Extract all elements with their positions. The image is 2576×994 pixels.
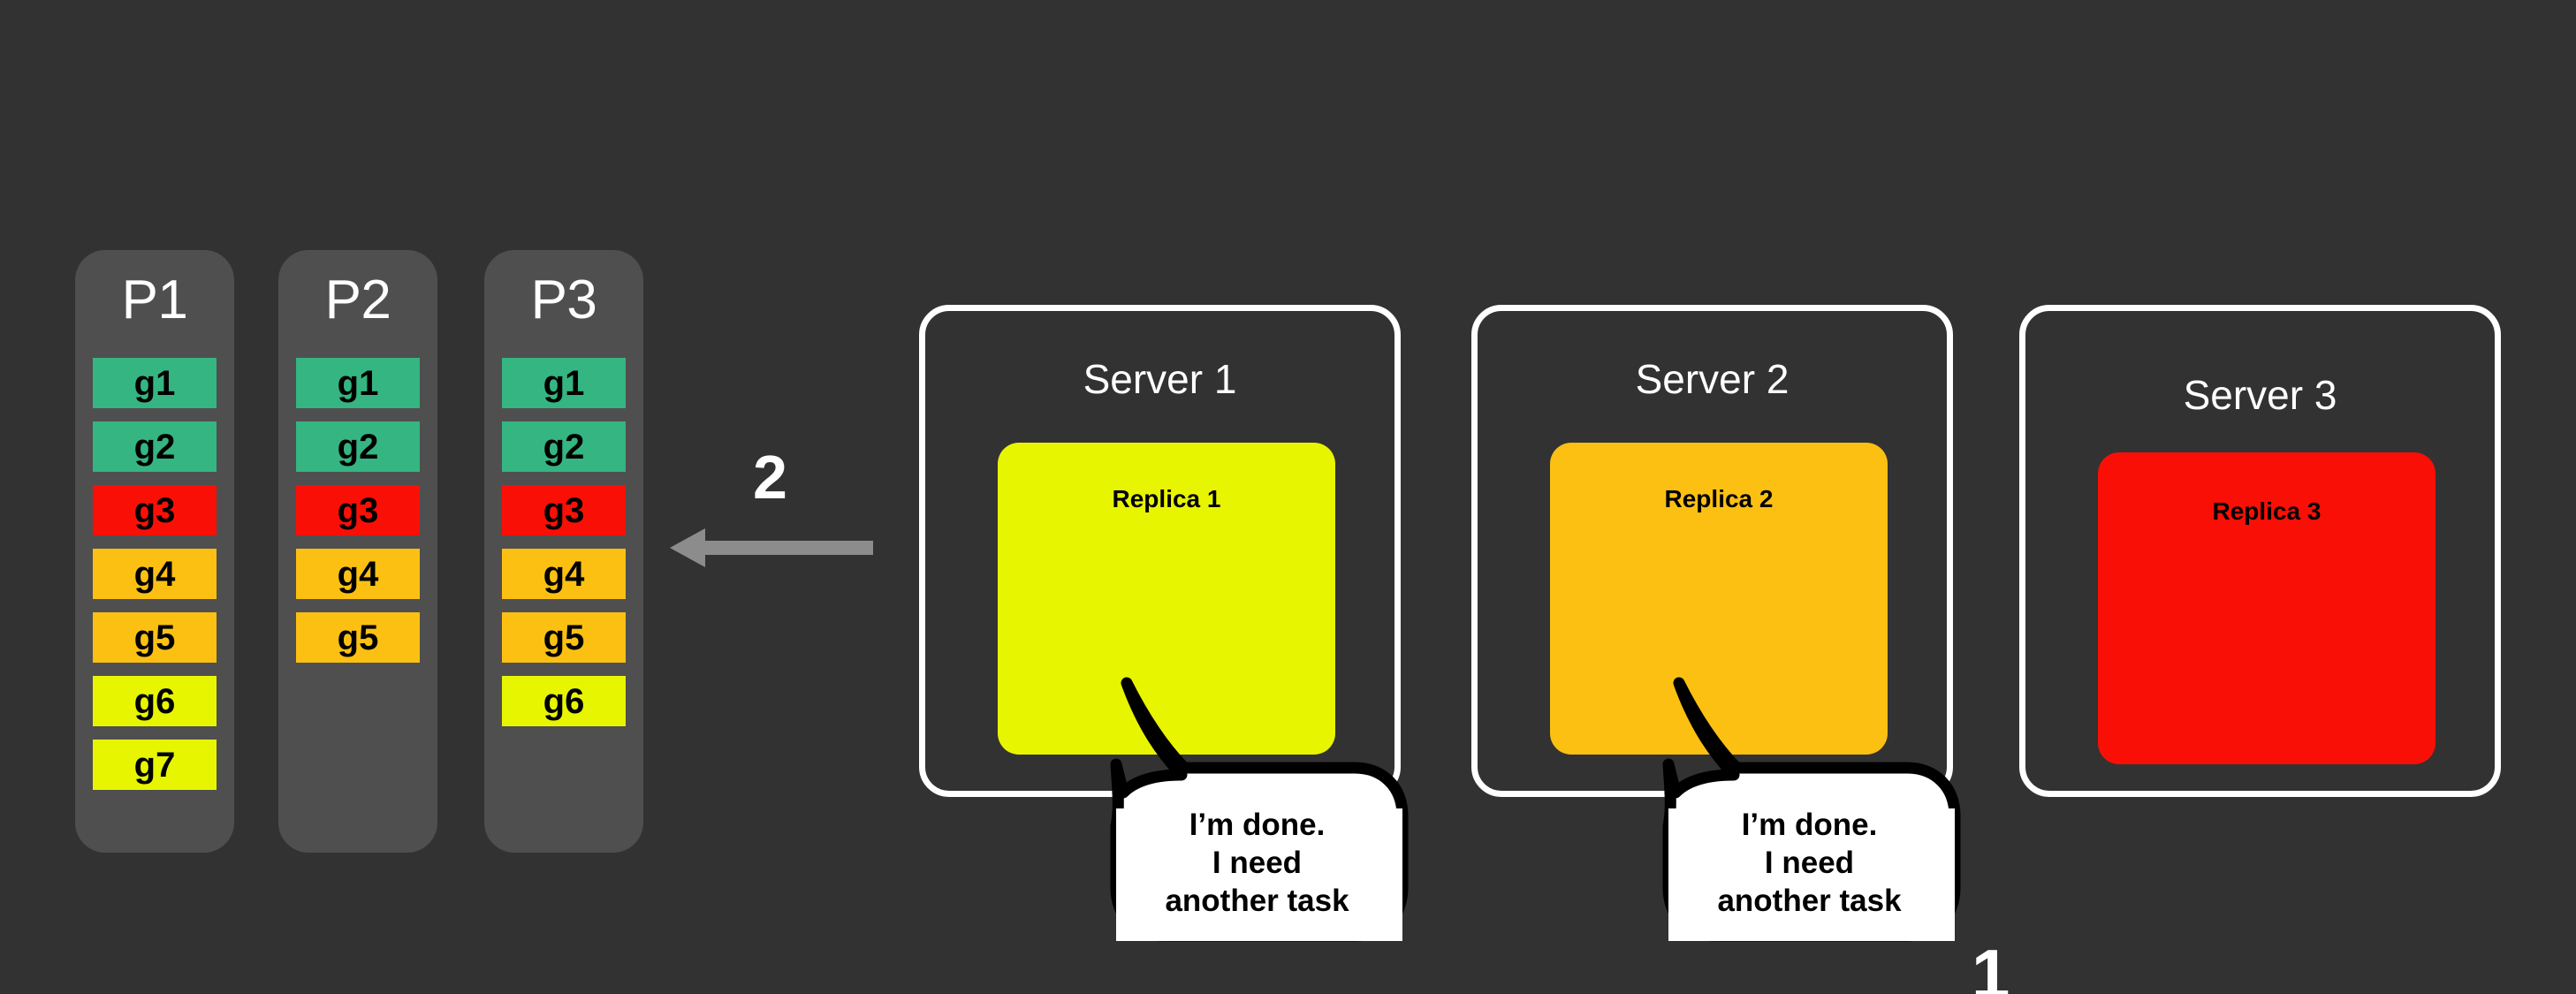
speech-bubble-2-shape — [1662, 677, 1961, 942]
speech-bubble-1: I’m done. I need another task — [1100, 676, 1414, 954]
server-2-title: Server 2 — [1635, 356, 1790, 402]
speech-bubble-2-line1: I’m done. — [1741, 808, 1878, 842]
partition-p1: P1 g1 g2 g3 g4 g5 g6 g7 — [75, 250, 234, 853]
step-marker-1: 1 — [1972, 935, 2010, 994]
group-label: g1 — [337, 363, 379, 403]
group-cell[interactable]: g4 — [93, 549, 217, 599]
group-cell[interactable]: g1 — [502, 358, 626, 408]
group-cell[interactable]: g1 — [296, 358, 420, 408]
arrow-left-icon — [670, 528, 873, 567]
speech-bubble-2-line3: another task — [1717, 884, 1902, 918]
group-label: g2 — [337, 427, 379, 467]
partition-p1-groups: g1 g2 g3 g4 g5 g6 g7 — [93, 358, 217, 803]
group-cell[interactable]: g1 — [93, 358, 217, 408]
server-1-title: Server 1 — [1083, 356, 1237, 402]
partition-p3-title: P3 — [530, 269, 597, 330]
group-label: g1 — [543, 363, 585, 403]
group-label: g3 — [543, 490, 585, 530]
group-cell[interactable]: g5 — [502, 612, 626, 663]
group-cell[interactable]: g5 — [93, 612, 217, 663]
partition-p3: P3 g1 g2 g3 g4 g5 g6 — [484, 250, 643, 853]
group-label: g1 — [133, 363, 176, 403]
partition-p2: P2 g1 g2 g3 g4 g5 — [278, 250, 437, 853]
group-cell[interactable]: g3 — [296, 485, 420, 535]
partition-p2-groups: g1 g2 g3 g4 g5 — [296, 358, 420, 676]
replica-box-1[interactable]: Replica 1 — [998, 443, 1335, 755]
replica-box-3[interactable]: Replica 3 — [2098, 452, 2435, 764]
group-label: g6 — [543, 681, 585, 721]
server-3-title: Server 3 — [2183, 372, 2337, 418]
group-cell[interactable]: g4 — [296, 549, 420, 599]
group-label: g5 — [337, 618, 379, 657]
partition-p2-title: P2 — [324, 269, 391, 330]
replica-3-label: Replica 3 — [2212, 497, 2321, 525]
group-label: g3 — [337, 490, 379, 530]
group-cell[interactable]: g2 — [296, 421, 420, 472]
group-label: g5 — [543, 618, 585, 657]
group-label: g4 — [337, 554, 379, 594]
server-box-2: Server 2 Replica 2 — [1471, 305, 1953, 797]
group-label: g2 — [543, 427, 585, 467]
arrow-step-label: 2 — [753, 443, 787, 512]
partition-p3-groups: g1 g2 g3 g4 g5 g6 — [502, 358, 626, 740]
replica-2-label: Replica 2 — [1664, 485, 1774, 512]
server-box-3: Server 3 Replica 3 — [2019, 305, 2501, 797]
group-cell[interactable]: g5 — [296, 612, 420, 663]
speech-bubble-2: I’m done. I need another task — [1653, 676, 1966, 954]
group-cell[interactable]: g2 — [93, 421, 217, 472]
group-cell[interactable]: g3 — [93, 485, 217, 535]
group-cell[interactable]: g2 — [502, 421, 626, 472]
group-cell[interactable]: g6 — [502, 676, 626, 726]
group-cell[interactable]: g3 — [502, 485, 626, 535]
group-label: g5 — [133, 618, 176, 657]
partition-p1-title: P1 — [121, 269, 188, 330]
speech-bubble-1-line3: another task — [1165, 884, 1349, 918]
speech-bubble-1-shape — [1110, 677, 1409, 942]
group-cell[interactable]: g6 — [93, 676, 217, 726]
replica-box-2[interactable]: Replica 2 — [1550, 443, 1888, 755]
reassign-arrow — [670, 521, 873, 574]
group-label: g2 — [133, 427, 176, 467]
server-box-1: Server 1 Replica 1 — [919, 305, 1401, 797]
group-cell[interactable]: g4 — [502, 549, 626, 599]
replica-1-label: Replica 1 — [1112, 485, 1221, 512]
speech-bubble-1-line2: I need — [1212, 846, 1303, 880]
speech-bubble-2-line2: I need — [1764, 846, 1855, 880]
group-label: g4 — [133, 554, 176, 594]
group-cell[interactable]: g7 — [93, 740, 217, 790]
group-label: g6 — [133, 681, 176, 721]
group-label: g4 — [543, 554, 585, 594]
speech-bubble-1-line1: I’m done. — [1189, 808, 1326, 842]
group-label: g7 — [133, 745, 176, 785]
group-label: g3 — [133, 490, 176, 530]
